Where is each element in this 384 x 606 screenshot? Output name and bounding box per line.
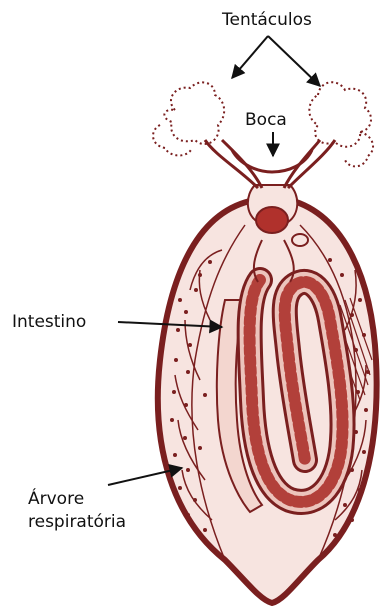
polian-vesicle [292,234,308,246]
label-intestine: Intestino [12,312,86,332]
label-respiratory-tree-line1: Árvore [28,488,126,511]
tentacle-stalk-right [284,140,335,188]
arrow-tentacles-right [268,36,320,86]
label-respiratory-tree-line2: respiratória [28,511,126,534]
stomach [256,207,288,233]
arrow-tentacles-left [232,36,268,78]
label-mouth: Boca [245,110,287,130]
label-respiratory-tree: Árvore respiratória [28,488,126,534]
label-tentacles: Tentáculos [222,10,312,30]
tentacle-stalk-left [205,140,262,188]
